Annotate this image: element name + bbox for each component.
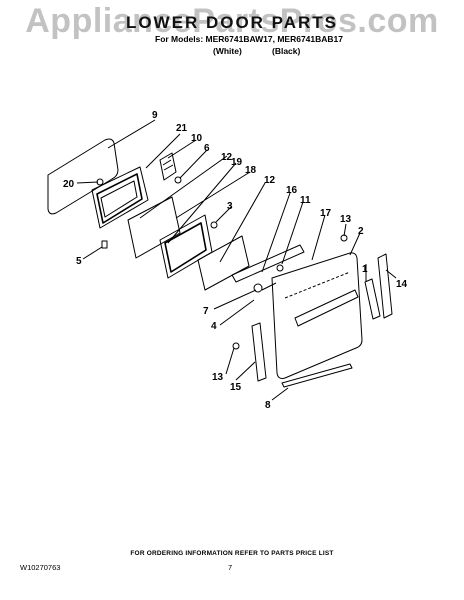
callout-2: 2 (358, 226, 364, 237)
inner-glass-panel (127, 196, 181, 259)
side-trim (377, 253, 393, 319)
callout-10: 10 (191, 133, 203, 144)
vent-trim (231, 244, 305, 283)
watermark-logo: AppliancePartsPros.com (25, 2, 439, 40)
door-side-trim (251, 322, 267, 382)
lower-glass-panel (197, 235, 250, 291)
callout-12b: 12 (264, 175, 276, 186)
callout-15: 15 (230, 382, 242, 393)
hinge (159, 152, 177, 181)
callout-19: 19 (231, 157, 243, 168)
callout-9: 9 (152, 110, 158, 121)
callout-17: 17 (320, 208, 332, 219)
door-handle (294, 289, 359, 327)
callout-11: 11 (300, 195, 311, 206)
callout-3: 3 (227, 201, 233, 212)
ordering-info-note: FOR ORDERING INFORMATION REFER TO PARTS … (130, 550, 334, 557)
callout-7: 7 (203, 306, 209, 317)
model-numbers: For Models: MER6741BAW17, MER6741BAB17 (155, 34, 344, 44)
callout-13: 13 (340, 214, 352, 225)
callout-13b: 13 (212, 372, 224, 383)
callout-12: 12 (221, 152, 233, 163)
outer-glass-panel (47, 138, 119, 215)
callout-20: 20 (63, 179, 75, 190)
callout-18: 18 (245, 165, 257, 176)
callout-21: 21 (176, 123, 188, 134)
page-title: LOWER DOOR PARTS (125, 13, 339, 32)
callout-1: 1 (362, 264, 368, 275)
document-number: W10270763 (20, 563, 61, 572)
handle-bar (364, 278, 381, 320)
bottom-trim (281, 363, 353, 388)
callout-14: 14 (396, 279, 408, 290)
door-liner (91, 166, 149, 229)
callout-5: 5 (76, 256, 82, 267)
callout-6: 6 (204, 143, 210, 154)
variant-white-label: (White) (213, 46, 242, 56)
callout-8: 8 (265, 400, 271, 411)
inner-door-frame (159, 214, 213, 279)
callout-16: 16 (286, 185, 298, 196)
callout-4: 4 (211, 321, 217, 332)
outer-door-panel (271, 252, 363, 379)
variant-black-label: (Black) (272, 46, 301, 56)
page-number: 7 (228, 563, 233, 572)
